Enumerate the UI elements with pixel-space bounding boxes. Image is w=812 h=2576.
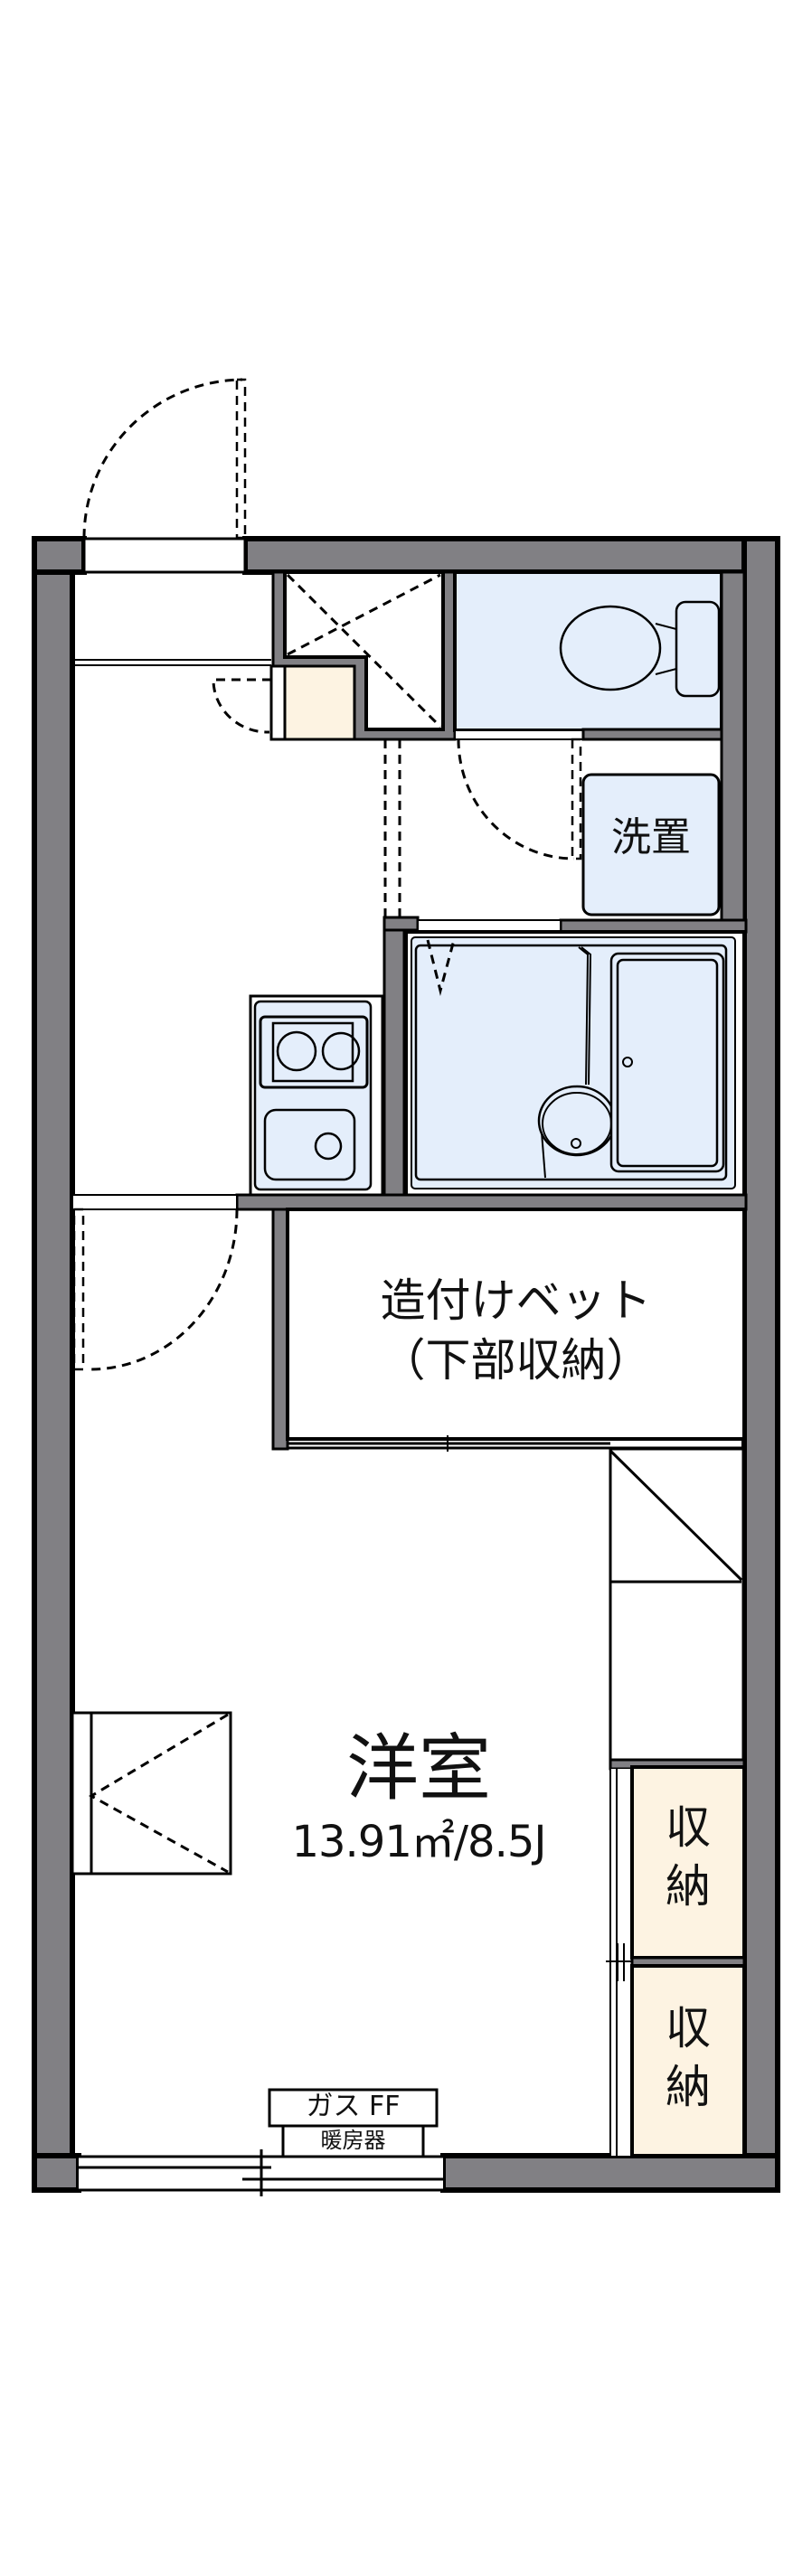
- balcony-window: [79, 2149, 443, 2196]
- room-partition-wall: [71, 1193, 748, 1371]
- closet-lower-line2: 納: [666, 2061, 711, 2113]
- closet-upper-label: 収 納: [632, 1799, 744, 1916]
- corridor-dashed-line: [383, 739, 401, 917]
- closet-upper-line1: 収: [666, 1801, 711, 1854]
- washing-machine-space: [581, 773, 721, 917]
- closet-upper-line2: 納: [666, 1860, 711, 1913]
- entrance-door-frame: [82, 537, 247, 574]
- closet-lower-label: 収 納: [632, 1999, 744, 2117]
- closet-lower-line1: 収: [666, 2002, 711, 2054]
- sink-icon: [263, 1108, 356, 1181]
- bed-label-line1: 造付けベット: [380, 1274, 652, 1327]
- heater-label-top: ガス FF: [306, 2091, 401, 2122]
- gas-heater: [268, 2088, 439, 2158]
- bed-label-line2: （下部収納）: [380, 1334, 652, 1387]
- closets: [606, 1765, 746, 2158]
- room-name: 洋室: [346, 1726, 491, 1810]
- shoe-cabinet: [212, 664, 356, 741]
- toilet-door: [454, 728, 723, 860]
- toilet-bowl-icon: [559, 605, 662, 691]
- bed-ladder: [609, 1447, 746, 1771]
- laundry-label: 洗置: [611, 814, 691, 860]
- kitchen-unit: [249, 994, 384, 1197]
- built-in-bed: [271, 1208, 746, 1452]
- room-area: 13.91㎡/8.5J: [291, 1817, 546, 1867]
- washbasin-icon: [537, 1085, 617, 1157]
- pipe-shaft: [271, 570, 457, 741]
- storage-box-left: [71, 1711, 232, 1876]
- heater-label-bottom: 暖房器: [320, 2128, 386, 2153]
- bathroom: [382, 916, 748, 1211]
- toilet-tank-icon: [675, 600, 721, 698]
- entrance-door-swing: [82, 378, 247, 540]
